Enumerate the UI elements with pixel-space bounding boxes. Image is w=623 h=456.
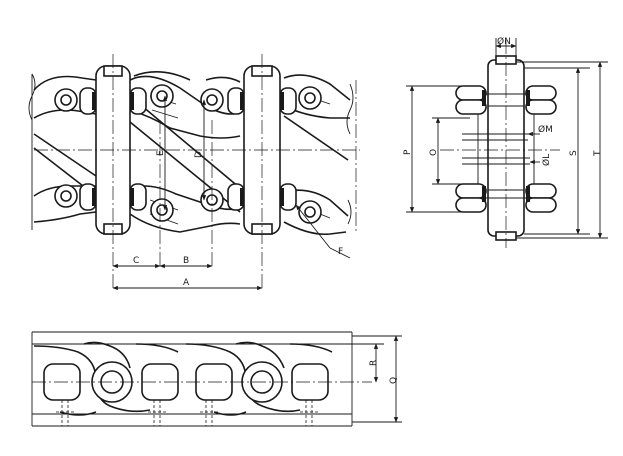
label-O: O xyxy=(429,149,439,156)
leader-F: F xyxy=(295,204,351,259)
label-C: C xyxy=(133,256,139,266)
pin-bosses xyxy=(54,84,322,224)
label-OL: ØL xyxy=(541,154,552,166)
label-E: E xyxy=(156,150,166,156)
label-A: A xyxy=(183,278,190,288)
dim-OM: ØM xyxy=(462,124,553,141)
dim-OL: ØL xyxy=(462,154,552,166)
dim-C: C xyxy=(112,256,161,269)
label-S: S xyxy=(569,150,579,156)
label-T: T xyxy=(593,150,603,157)
dim-S: S xyxy=(524,67,590,235)
dim-D: D xyxy=(194,99,207,201)
break-lines-right xyxy=(346,83,354,225)
label-B: B xyxy=(183,256,189,266)
top-centerlines xyxy=(34,54,360,288)
dim-ON: ØN xyxy=(495,36,517,56)
label-R: R xyxy=(369,360,379,366)
label-OM: ØM xyxy=(538,124,553,135)
bottom-view: R Q xyxy=(31,331,402,427)
dim-E: E xyxy=(156,95,168,211)
label-F: F xyxy=(338,247,343,257)
dim-Q: Q xyxy=(352,335,402,423)
label-P: P xyxy=(403,149,413,155)
dim-T: T xyxy=(516,61,608,239)
dim-A: A xyxy=(112,278,263,291)
label-Q: Q xyxy=(389,377,399,384)
top-view: E D C B A F xyxy=(28,54,360,291)
dim-R: R xyxy=(352,343,384,383)
dim-O: O xyxy=(429,117,470,185)
label-D: D xyxy=(194,151,204,158)
dim-P: P xyxy=(403,85,470,213)
break-lines-left xyxy=(28,73,36,230)
dim-B: B xyxy=(159,256,213,269)
label-ON: ØN xyxy=(497,36,511,47)
side-view: ØN ØM ØL P O xyxy=(403,36,608,248)
hidden-bolts xyxy=(56,400,320,426)
seals xyxy=(92,92,284,206)
